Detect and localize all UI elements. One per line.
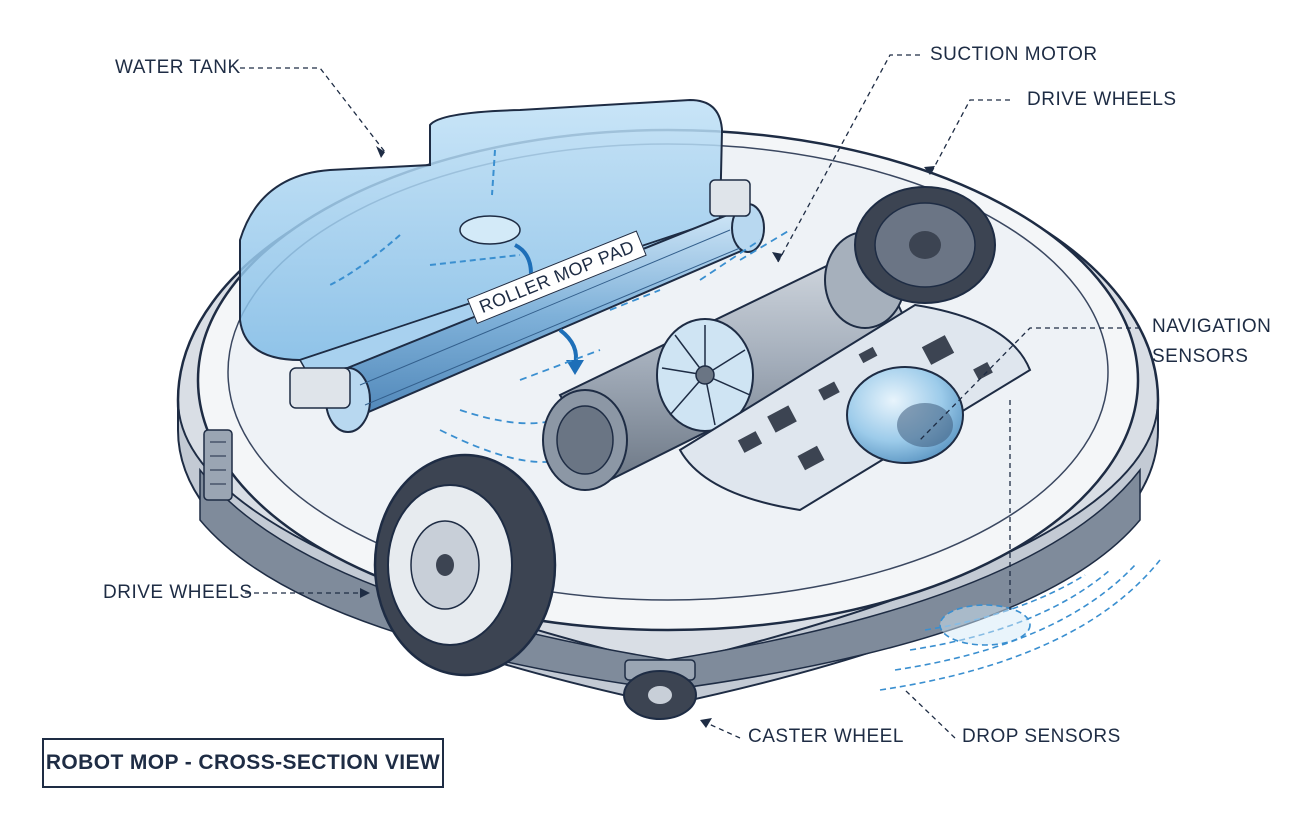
leader-arrowheads: [360, 146, 935, 728]
roller-mop-pad: [289, 179, 765, 433]
label-drop-sensors: DROP SENSORS: [962, 726, 1121, 747]
label-suction-motor: SUCTION MOTOR: [930, 44, 1098, 65]
side-vent: [203, 429, 233, 501]
label-navigation-line1: NAVIGATION: [1152, 316, 1272, 337]
label-caster-wheel: CASTER WHEEL: [748, 726, 904, 747]
label-water-tank: WATER TANK: [115, 57, 241, 78]
drive-wheel-left: [373, 453, 557, 677]
label-navigation-line2: SENSORS: [1152, 346, 1249, 367]
drive-wheel-right: [854, 186, 996, 304]
label-drive-wheels-left: DRIVE WHEELS: [103, 582, 253, 603]
diagram-title: ROBOT MOP - CROSS-SECTION VIEW: [42, 738, 444, 788]
suction-motor: [542, 231, 912, 491]
label-drive-wheels-right: DRIVE WHEELS: [1027, 89, 1177, 110]
navigation-pcb: [678, 303, 1032, 512]
drop-sensor-waves: [879, 559, 1161, 691]
label-navigation-sensors: NAVIGATION SENSORS: [1152, 312, 1271, 372]
caster-wheel: [623, 659, 697, 720]
